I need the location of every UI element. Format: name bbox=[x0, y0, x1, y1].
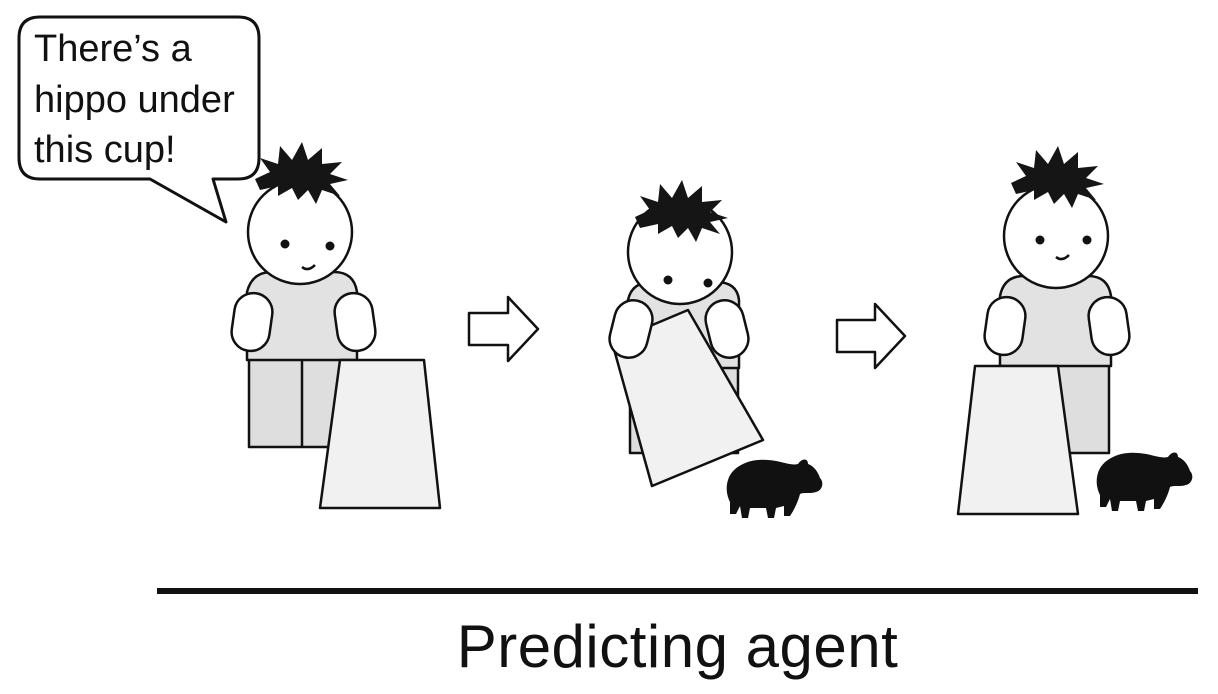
cup bbox=[318, 358, 442, 510]
left-eye bbox=[663, 275, 673, 285]
speech-line-3: this cup! bbox=[34, 129, 176, 171]
caption: Predicting agent bbox=[456, 613, 899, 680]
panel-3 bbox=[956, 146, 1193, 516]
right-eye bbox=[703, 278, 713, 288]
speech-bubble: There’s a hippo under this cup! bbox=[17, 15, 261, 224]
smile bbox=[1055, 254, 1070, 261]
right-eye bbox=[325, 241, 335, 251]
speech-line-1: There’s a bbox=[34, 28, 193, 70]
left-arm bbox=[230, 291, 274, 353]
arrow-right-icon bbox=[467, 295, 540, 363]
cup bbox=[956, 364, 1080, 516]
left-eye bbox=[280, 239, 290, 249]
right-arm bbox=[333, 291, 377, 353]
left-arm bbox=[608, 299, 654, 359]
right-arm bbox=[1087, 295, 1131, 357]
arrow-right-icon bbox=[835, 302, 907, 370]
panel-1 bbox=[230, 142, 442, 510]
panel-2 bbox=[608, 180, 823, 518]
left-arm bbox=[983, 295, 1027, 357]
divider-line bbox=[157, 588, 1198, 594]
right-arm bbox=[704, 299, 750, 359]
smile bbox=[301, 264, 316, 271]
speech-line-2: hippo under bbox=[34, 79, 235, 121]
hippo-icon bbox=[726, 459, 823, 518]
cup-lifted bbox=[610, 308, 765, 488]
speech-bubble-shape bbox=[17, 15, 261, 224]
hippo-icon bbox=[1096, 452, 1193, 511]
right-eye bbox=[1082, 235, 1092, 245]
left-eye bbox=[1035, 235, 1045, 245]
